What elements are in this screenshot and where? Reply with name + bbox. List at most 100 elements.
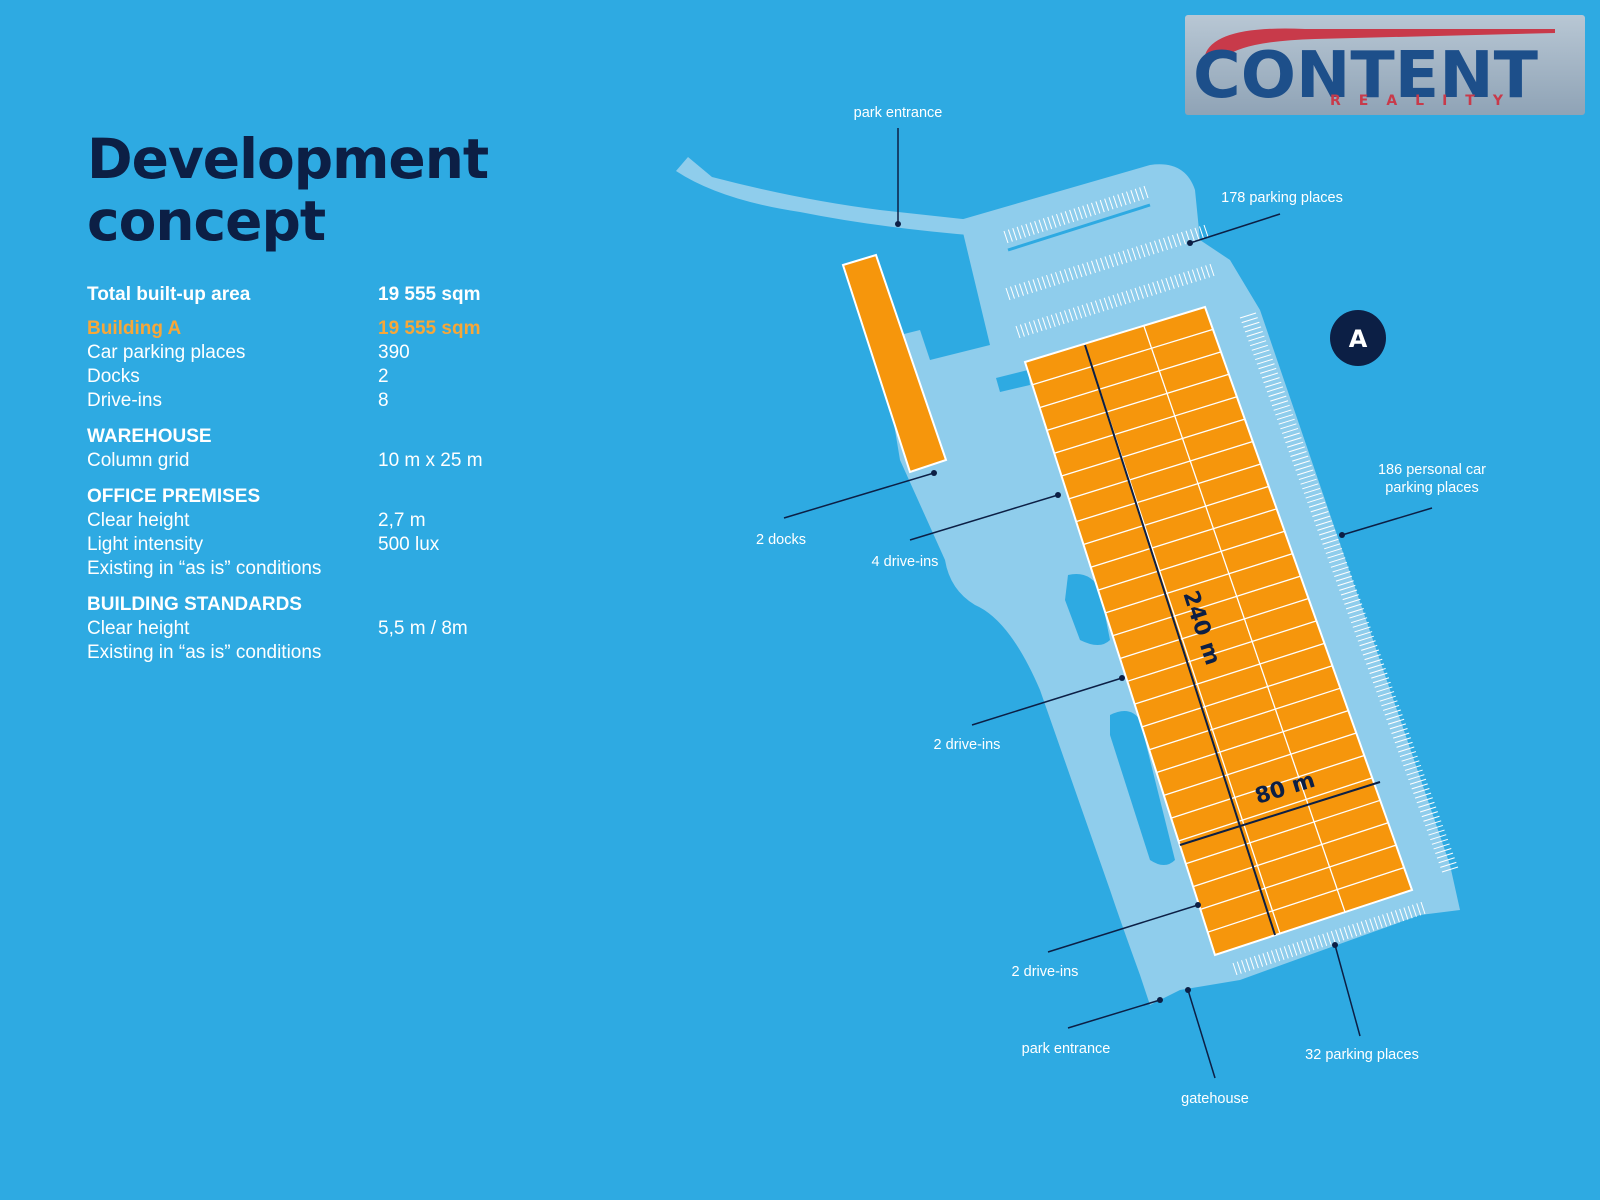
parking-stall [1307,497,1324,504]
parking-stall [1029,222,1035,235]
office-heading: OFFICE PREMISES [87,486,261,507]
parking-stall [1263,377,1280,384]
parking-stall [1082,205,1088,218]
parking-stall [1094,300,1100,313]
parking-stall [1023,282,1029,295]
grid-line [1119,597,1309,660]
callout-lines [783,128,1433,1079]
parking-stall [1145,243,1150,256]
parking-stall [1019,324,1025,337]
parking-stall [1122,250,1128,263]
parking-stall [1423,815,1440,822]
parking-stall [1068,267,1074,281]
parking-stall [1104,256,1110,269]
parking-stall [1430,834,1447,841]
parking-stall [1344,598,1361,605]
parking-stall [1362,649,1380,656]
parking-stall [1374,681,1391,688]
parking-stall [1297,469,1314,476]
parking-stall [1251,344,1268,351]
parking-stall [1143,284,1149,298]
parking-stall [1117,194,1123,207]
label-2-drive-ins-bottom: 2 drive-ins [1012,964,1079,980]
parking-stall [1347,925,1353,938]
parking-stall [1372,677,1390,684]
dock-building [841,253,948,474]
building-a [1023,305,1414,957]
parking-stall [1041,317,1047,330]
parking-stall [1350,617,1368,624]
title-line-2: concept [87,189,326,253]
parking-stall [1401,755,1418,762]
spec-row: Light intensity 500 lux [87,533,547,557]
parking-stall [1399,908,1405,922]
parking-stall [1241,960,1247,973]
parking-stall [1409,778,1427,785]
parking-stall [1100,257,1105,271]
parking-stall [1320,534,1337,541]
parking-stall [1059,270,1065,283]
parking-stall [1377,691,1395,698]
parking-stall [1330,930,1336,944]
parking-stall [1262,953,1268,966]
parking-stall [1364,919,1370,933]
parking-stall [1393,732,1410,739]
parking-stall [1140,244,1146,258]
parking-stall [1411,783,1428,790]
parking-stall [1278,418,1295,425]
parking-stall [1290,451,1307,457]
access-road [676,157,990,236]
parking-stall [1158,239,1164,252]
spec-value: 390 [378,342,410,363]
parking-stall [1191,269,1197,282]
label-4-drive-ins: 4 drive-ins [872,554,939,570]
parking-stall [1386,912,1392,926]
spec-label: Drive-ins [87,390,162,411]
parking-stall [1112,294,1118,308]
parking-stall [1104,198,1110,211]
parking-stall [1283,946,1289,959]
parking-stall [1010,286,1015,299]
parking-stall [1425,820,1442,827]
grid-line [1032,328,1214,386]
parking-stall [1095,259,1101,272]
parking-stall [1436,852,1454,859]
parking-stall [1256,358,1273,365]
parking-stall [1012,228,1018,241]
parking-stall [1332,566,1349,573]
parking-stall [1126,191,1131,204]
spec-value: 5,5 m / 8m [378,618,468,639]
parking-stall [1403,907,1409,920]
parking-stall [1345,603,1363,610]
parking-stall [1309,937,1315,951]
parking-stall [1258,954,1264,967]
parking-stall [1116,293,1122,306]
parking-stall [1275,948,1281,962]
grid-line [1075,463,1261,523]
parking-stall [1056,213,1061,227]
parking-stall [1330,561,1348,568]
parking-stall [1033,320,1039,333]
parking-stall [1244,326,1262,333]
parking-stall [1253,955,1259,969]
parking-stall [1055,272,1060,285]
parking-stall [1288,944,1294,958]
parking-stall [1418,801,1435,808]
parking-stall [1077,306,1083,319]
label-186-parking-line2: parking places [1385,480,1479,496]
parking-stall [1086,303,1092,316]
parking-stall [1371,672,1388,679]
parking-stall [1253,349,1270,356]
parking-stall [1183,272,1189,285]
building-badge [1330,310,1386,366]
parking-stall [1265,381,1282,388]
parking-stall [1147,283,1153,296]
parking-stall [1390,911,1396,924]
parking-stall [1121,192,1127,206]
grid-line [1090,508,1277,568]
label-docks: 2 docks [756,532,806,548]
parking-stall [1152,282,1158,295]
parking-stall [1003,230,1009,244]
parking-stall [1268,391,1285,397]
